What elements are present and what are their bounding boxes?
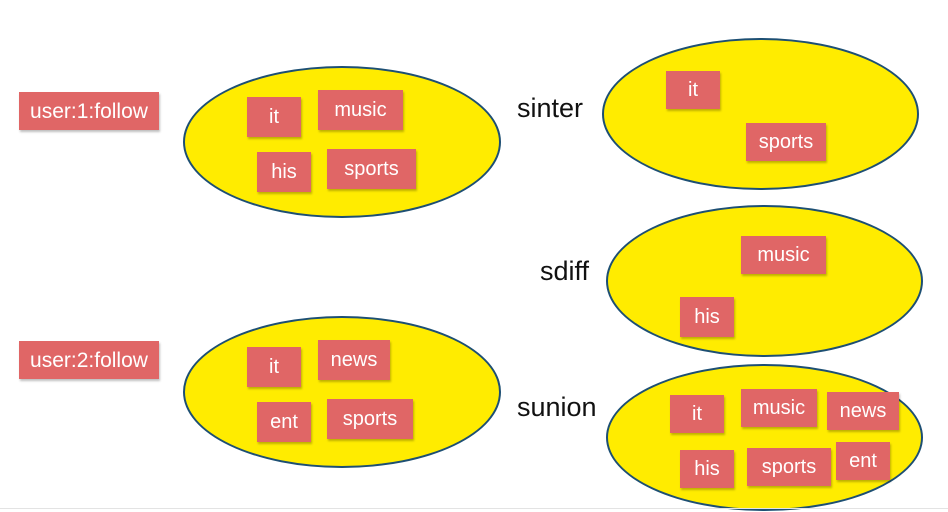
sunion-member-sports: sports [747, 448, 831, 486]
key-user-1-follow: user:1:follow [19, 92, 159, 130]
user-1-member-sports: sports [327, 149, 416, 189]
operation-sunion-label: sunion [517, 392, 597, 422]
sdiff-result-set [606, 205, 923, 357]
user-2-set [183, 316, 501, 468]
user-1-member-it: it [247, 97, 301, 137]
operation-sdiff-label: sdiff [540, 256, 590, 286]
user-1-member-his: his [257, 152, 311, 192]
sunion-member-it: it [670, 395, 724, 433]
sunion-member-his: his [680, 450, 734, 488]
user-2-member-it: it [247, 347, 301, 387]
key-user-2-follow: user:2:follow [19, 341, 159, 379]
sdiff-member-his: his [680, 297, 734, 337]
bottom-divider [0, 508, 948, 509]
user-2-member-ent: ent [257, 402, 311, 442]
sunion-member-ent: ent [836, 442, 890, 480]
sinter-member-sports: sports [746, 123, 826, 161]
sinter-member-it: it [666, 71, 720, 109]
user-1-member-music: music [318, 90, 403, 130]
user-1-set [183, 66, 501, 218]
sunion-result-set [606, 364, 923, 511]
user-2-member-news: news [318, 340, 390, 380]
user-2-member-sports: sports [327, 399, 413, 439]
sunion-member-music: music [741, 389, 817, 427]
sinter-result-set [602, 38, 919, 190]
sunion-member-news: news [827, 392, 899, 430]
sdiff-member-music: music [741, 236, 826, 274]
operation-sinter-label: sinter [517, 93, 584, 123]
